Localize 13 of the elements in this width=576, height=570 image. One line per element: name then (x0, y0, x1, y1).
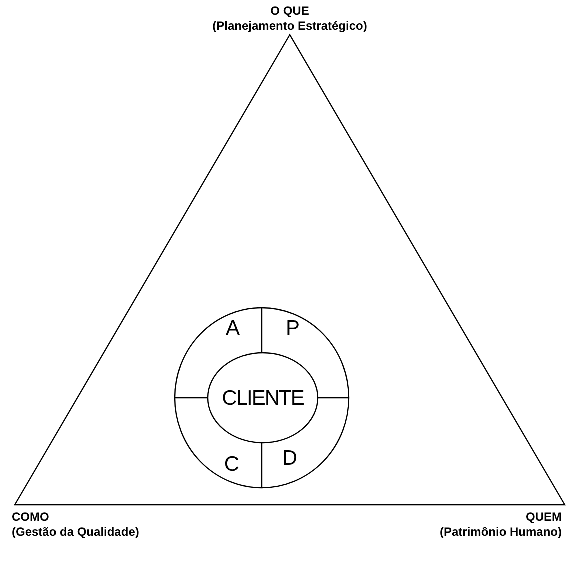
corner-subheading: (Gestão da Qualidade) (12, 526, 140, 538)
corner-subheading: (Planejamento Estratégico) (212, 20, 368, 32)
cycle-letter: D (282, 448, 298, 469)
corner-subheading: (Patrimônio Humano) (440, 526, 562, 538)
center-label: CLIENTE (222, 388, 304, 409)
corner-heading: COMO (12, 511, 50, 523)
center-ellipse (208, 353, 318, 443)
corner-heading: O QUE (270, 5, 310, 17)
cycle-letter: A (226, 318, 240, 339)
cycle-letter: P (286, 318, 300, 339)
cycle-letter: C (224, 454, 240, 475)
corner-heading: QUEM (526, 511, 562, 523)
pdca-ring (175, 308, 349, 488)
